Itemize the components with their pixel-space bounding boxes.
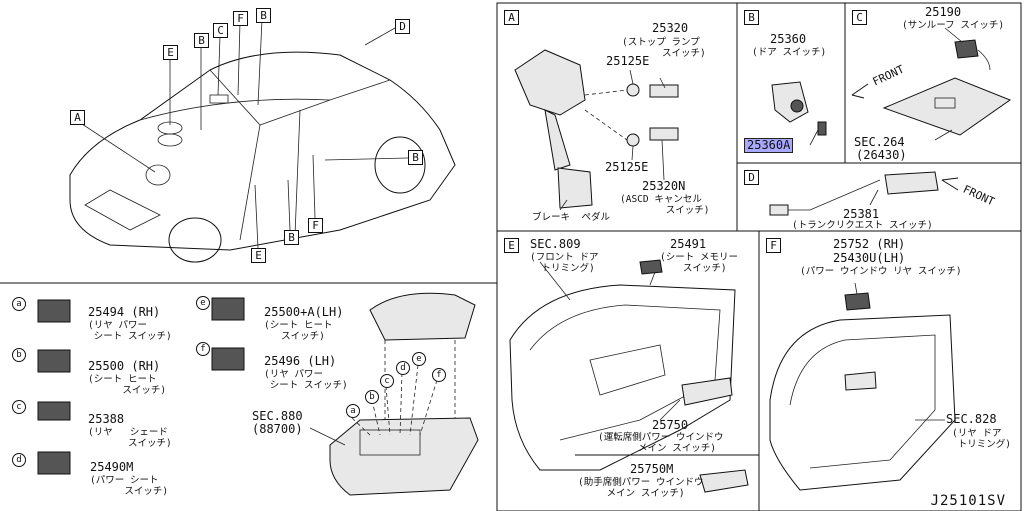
part-25381-desc: (トランクリクエスト スイッチ) — [792, 220, 933, 231]
part-25494: 25494 (RH) — [88, 305, 161, 319]
part-25190-desc: (サンルーフ スイッチ) — [902, 20, 1005, 31]
part-25388-desc: (リヤ シェード スイッチ) — [88, 427, 172, 449]
sec-809: SEC.809 — [530, 237, 581, 251]
part-25752: 25752 (RH) — [833, 237, 906, 251]
panel-E-label: E — [504, 238, 519, 253]
console-key-a: a — [12, 297, 26, 311]
part-25320N: 25320N — [642, 179, 686, 193]
console-key-d: d — [12, 453, 26, 467]
callout-B-top: B — [256, 8, 271, 23]
part-25494-desc: (リヤ パワー シート スイッチ) — [88, 320, 172, 342]
console-key-e: e — [196, 296, 210, 310]
part-25360-desc: (ドア スイッチ) — [752, 47, 827, 58]
part-25320N-desc: (ASCD キャンセル スイッチ) — [620, 194, 710, 216]
panel-D-label: D — [744, 170, 759, 185]
callout-E: E — [163, 45, 178, 60]
sec-264: SEC.264 — [854, 135, 905, 149]
callout-E-bottom: E — [251, 248, 266, 263]
part-25388: 25388 — [88, 412, 125, 426]
part-25496-desc: (リヤ パワー シート スイッチ) — [264, 369, 348, 391]
callout-F: F — [233, 11, 248, 26]
part-25496: 25496 (LH) — [264, 354, 337, 368]
part-25750M: 25750M — [630, 462, 674, 476]
part-25190: 25190 — [925, 5, 962, 19]
part-25360A-highlight: 25360A — [744, 138, 794, 153]
part-25752-desc: (パワー ウインドウ リヤ スイッチ) — [800, 266, 962, 277]
sunroof-switch-drawing — [851, 27, 1012, 141]
sec-880-sub: (88700) — [252, 422, 303, 436]
part-25500A: 25500+A(LH) — [264, 305, 344, 319]
brake-pedal-label: ブレーキ ペダル — [532, 212, 610, 223]
front-door-trim-drawing — [509, 259, 749, 493]
callout-D: D — [395, 19, 410, 34]
part-25500-desc: (シート ヒート スイッチ) — [88, 374, 167, 396]
part-25125E-top: 25125E — [606, 54, 650, 68]
trunk-switch-drawing — [769, 171, 959, 216]
part-25430U: 25430U(LH) — [833, 251, 906, 265]
part-25320: 25320 — [652, 21, 689, 35]
callout-A: A — [70, 110, 85, 125]
diagram-code: J25101SV — [930, 493, 1006, 509]
part-25125E-bottom: 25125E — [605, 160, 649, 174]
brake-pedal-drawing — [514, 49, 679, 211]
callout-B-rear: B — [408, 150, 423, 165]
callout-B-bottom: B — [284, 230, 299, 245]
panel-A-label: A — [504, 10, 519, 25]
sec-264-sub: (26430) — [856, 148, 907, 162]
console-key-f: f — [196, 342, 210, 356]
callout-C: C — [213, 23, 228, 38]
part-25500: 25500 (RH) — [88, 359, 161, 373]
sec-880: SEC.880 — [252, 409, 303, 423]
door-switch-drawing — [771, 81, 827, 146]
assembly-key-b: b — [365, 390, 379, 404]
sec-828-desc: (リヤ ドア トリミング) — [952, 428, 1011, 450]
part-25491-desc: (シート メモリー スイッチ) — [660, 252, 738, 274]
part-25750-desc: (運転席側パワー ウインドウ メイン スイッチ) — [598, 432, 724, 454]
sec-809-desc: (フロント ドア トリミング) — [530, 252, 599, 274]
callout-F-bottom: F — [308, 218, 323, 233]
part-25320-desc: (ストップ ランプ スイッチ) — [622, 37, 706, 59]
rear-door-trim-drawing — [769, 282, 956, 491]
assembly-key-f: f — [432, 368, 446, 382]
assembly-key-e: e — [412, 352, 426, 366]
panel-B-label: B — [744, 10, 759, 25]
sec-828: SEC.828 — [946, 412, 997, 426]
assembly-key-c: c — [380, 374, 394, 388]
console-switch-icons — [37, 297, 245, 475]
part-25490M-desc: (パワー シート スイッチ) — [90, 475, 169, 497]
part-25750M-desc: (助手席側パワー ウインドウ メイン スイッチ) — [578, 477, 704, 499]
panel-C-label: C — [852, 10, 867, 25]
console-key-b: b — [12, 348, 26, 362]
assembly-key-d: d — [396, 361, 410, 375]
console-assembly — [309, 292, 479, 496]
assembly-key-a: a — [346, 404, 360, 418]
part-25360: 25360 — [770, 32, 807, 46]
part-25500A-desc: (シート ヒート スイッチ) — [264, 320, 333, 342]
part-25490M: 25490M — [90, 460, 134, 474]
console-key-c: c — [12, 400, 26, 414]
part-25381: 25381 — [843, 207, 880, 221]
callout-B: B — [194, 33, 209, 48]
car-outline — [69, 51, 456, 263]
panel-F-label: F — [766, 238, 781, 253]
part-25491: 25491 — [670, 237, 707, 251]
part-25750: 25750 — [652, 418, 689, 432]
